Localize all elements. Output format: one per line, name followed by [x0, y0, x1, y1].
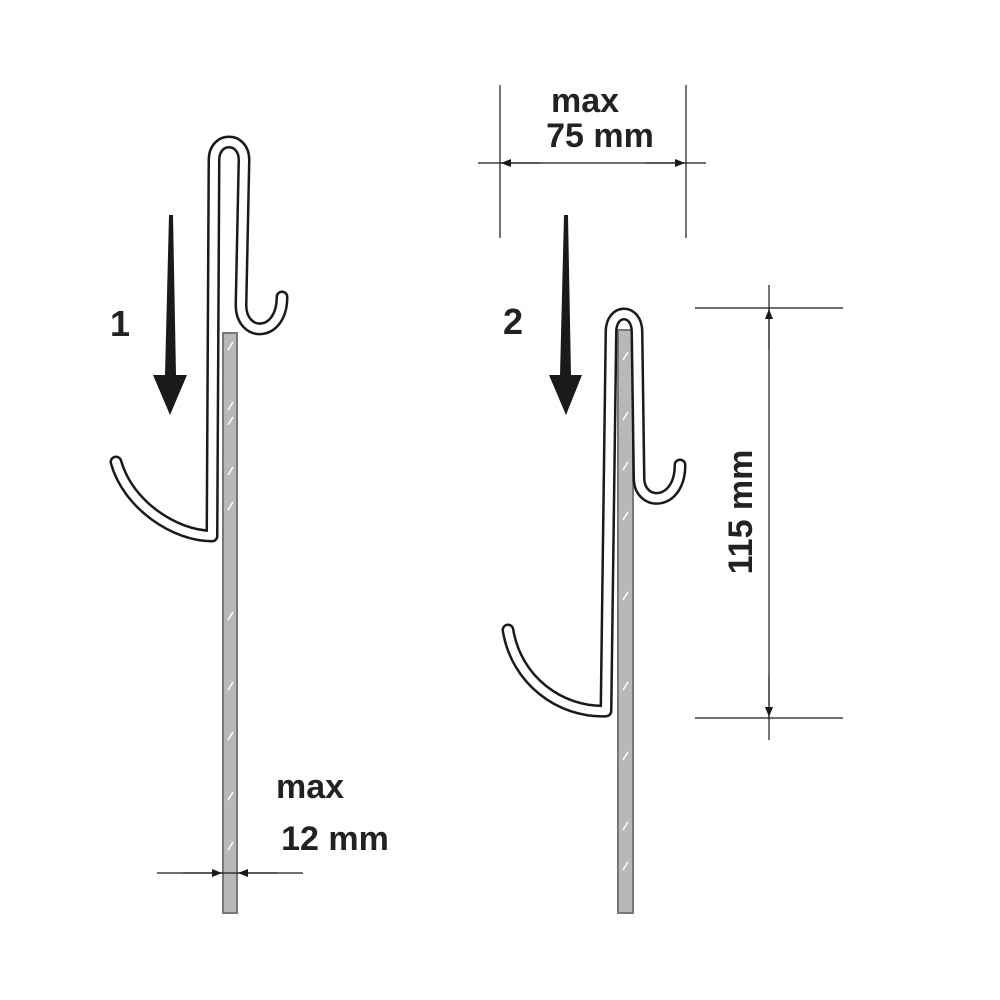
- down-arrow-icon: [153, 215, 187, 415]
- hook-step-2: [501, 307, 687, 718]
- width-value-label: 75 mm: [546, 117, 654, 155]
- height-value-label: 115 mm: [722, 450, 760, 575]
- thickness-value-label: 12 mm: [281, 820, 389, 858]
- thickness-max-label: max: [276, 768, 344, 806]
- height-dimension: [695, 285, 843, 740]
- hook-step-1: [109, 135, 289, 543]
- step-2-label: 2: [503, 301, 523, 342]
- width-dimension: [478, 85, 706, 238]
- panel-right: [617, 329, 634, 914]
- down-arrow-icon: [549, 215, 582, 415]
- panel-left: [222, 332, 238, 914]
- width-max-label: max: [551, 82, 619, 120]
- step-1-label: 1: [110, 303, 130, 344]
